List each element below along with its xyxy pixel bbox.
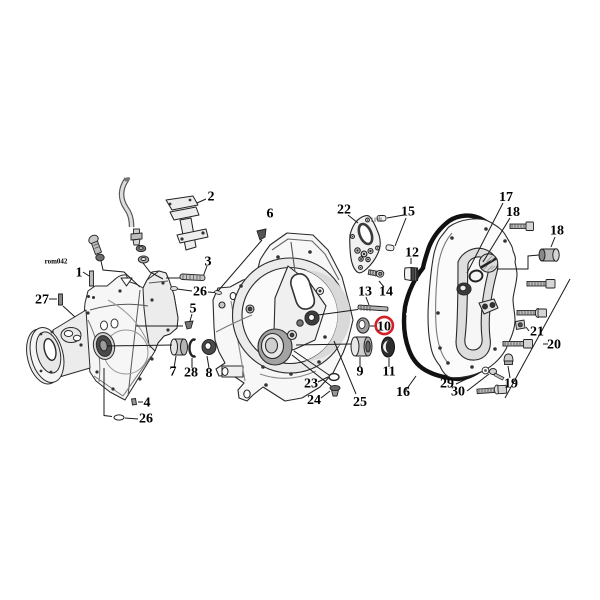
svg-text:14: 14 [379,285,393,300]
svg-text:20: 20 [547,338,561,353]
svg-text:rom042: rom042 [45,258,68,266]
svg-text:1: 1 [76,266,83,281]
svg-text:18: 18 [506,205,520,220]
svg-text:13: 13 [358,285,372,300]
svg-text:17: 17 [499,190,513,205]
svg-text:9: 9 [357,365,364,380]
svg-text:19: 19 [504,377,518,392]
svg-text:6: 6 [267,207,274,222]
svg-text:7: 7 [170,365,177,380]
svg-text:25: 25 [353,395,367,410]
svg-text:2: 2 [208,190,215,205]
svg-text:29: 29 [440,377,454,392]
svg-text:27: 27 [35,293,49,308]
svg-text:3: 3 [205,255,212,270]
svg-text:24: 24 [307,393,321,408]
svg-text:21: 21 [530,325,544,340]
svg-text:22: 22 [337,203,351,218]
svg-text:28: 28 [184,366,198,381]
svg-text:18: 18 [550,224,564,239]
svg-text:26: 26 [139,412,153,427]
svg-text:8: 8 [206,366,213,381]
svg-text:5: 5 [190,302,197,317]
svg-text:11: 11 [382,365,395,380]
svg-text:12: 12 [405,246,419,261]
svg-text:4: 4 [144,396,151,411]
svg-text:26: 26 [193,285,207,300]
svg-text:30: 30 [451,385,465,400]
svg-text:15: 15 [401,205,415,220]
svg-text:23: 23 [304,377,318,392]
svg-text:16: 16 [396,385,410,400]
svg-text:10: 10 [377,320,391,335]
